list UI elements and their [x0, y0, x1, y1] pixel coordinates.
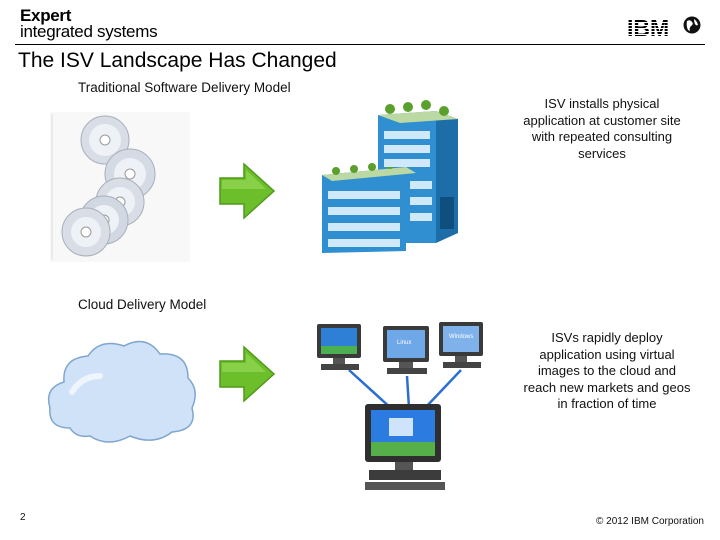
monitor-label: Windows: [449, 334, 473, 340]
description-line: reach new markets and geos: [523, 379, 691, 395]
description-line: images to the cloud and: [537, 363, 677, 378]
description-line: application at customer site: [523, 112, 681, 128]
description-line: in fraction of time: [557, 396, 657, 411]
page-number: 2: [20, 512, 26, 523]
description-line: services: [578, 145, 626, 161]
ibm-logo-text: IBM: [627, 15, 669, 40]
brand-title-line2: integrated systems: [20, 22, 158, 41]
monitor-label: Linux: [397, 340, 411, 346]
page-title: The ISV Landscape Has Changed: [18, 49, 337, 72]
header-divider: [15, 44, 705, 45]
traditional-model-label: Traditional Software Delivery Model: [78, 80, 291, 95]
copyright-notice: © 2012 IBM Corporation: [596, 516, 704, 527]
cloud-model-label: Cloud Delivery Model: [78, 297, 207, 312]
cloud-icon: [47, 340, 196, 443]
cd-disc-icon: [80, 115, 130, 165]
ibm-logo: IBM: [627, 15, 669, 40]
cloud-description: ISVs rapidly deploy application using vi…: [512, 330, 702, 413]
arrow-right-icon: [219, 345, 276, 403]
description-line: ISVs rapidly deploy: [551, 330, 663, 345]
network-computers-image: Linux Windows: [317, 322, 483, 490]
traditional-description: ISV installs physical application at cus…: [506, 96, 698, 162]
office-building-image: [322, 100, 458, 253]
cd-stack-image: [50, 112, 190, 262]
arrow-right-icon: [219, 162, 276, 220]
monitor-icon: [317, 324, 361, 370]
brand-title-line1: Expert: [20, 6, 72, 25]
globe-icon: [683, 16, 701, 34]
description-line: with repeated consulting: [531, 129, 673, 144]
description-line: application using virtual: [539, 346, 675, 362]
description-line: ISV installs physical: [544, 96, 660, 111]
